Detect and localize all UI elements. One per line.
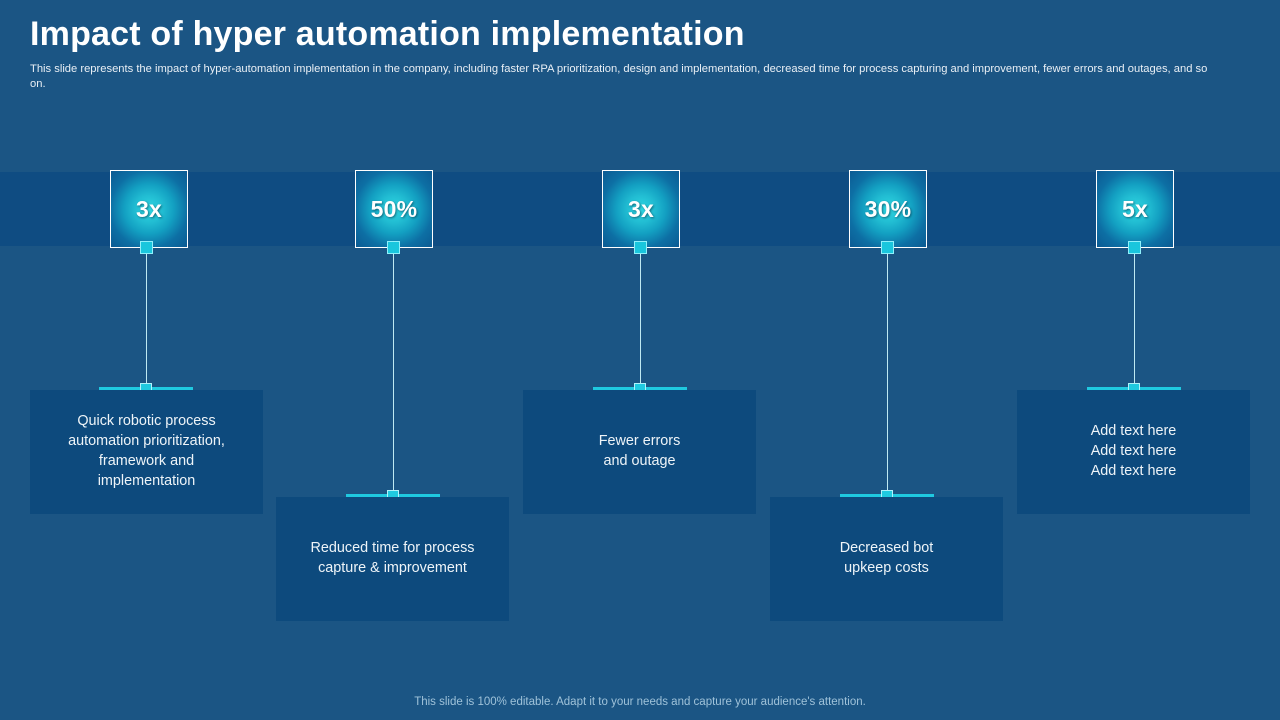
- badge-value-2: 50%: [370, 195, 418, 222]
- card-text-4: Decreased bot upkeep costs: [839, 540, 934, 576]
- connector-line-5: [1134, 254, 1135, 389]
- badge-value-5: 5x: [1122, 195, 1148, 222]
- card-item-3[interactable]: Fewer errors and outage: [523, 390, 756, 514]
- card-item-5[interactable]: Add text here Add text here Add text her…: [1017, 390, 1250, 514]
- badge-value-1: 3x: [136, 195, 162, 222]
- card-item-1[interactable]: Quick robotic process automation priorit…: [30, 390, 263, 514]
- badge-value-4: 30%: [864, 195, 912, 222]
- card-text-5: Add text here Add text here Add text her…: [1090, 423, 1177, 479]
- badge-node-2: [387, 241, 400, 254]
- card-text-1: Quick robotic process automation priorit…: [68, 413, 225, 489]
- slide-subtitle: This slide represents the impact of hype…: [30, 63, 1208, 90]
- badge-node-3: [634, 241, 647, 254]
- badge-item-2[interactable]: 50%: [355, 170, 433, 248]
- badge-node-4: [881, 241, 894, 254]
- card-item-2[interactable]: Reduced time for process capture & impro…: [276, 497, 509, 621]
- badge-node-1: [140, 241, 153, 254]
- card-text-2: Reduced time for process capture & impro…: [310, 540, 475, 576]
- connector-line-1: [146, 254, 147, 389]
- slide-footer-note: This slide is 100% editable. Adapt it to…: [414, 696, 866, 708]
- badge-item-4[interactable]: 30%: [849, 170, 927, 248]
- badge-item-1[interactable]: 3x: [110, 170, 188, 248]
- badge-item-5[interactable]: 5x: [1096, 170, 1174, 248]
- connector-line-3: [640, 254, 641, 389]
- badge-node-5: [1128, 241, 1141, 254]
- connector-line-4: [887, 254, 888, 496]
- card-text-3: Fewer errors and outage: [598, 433, 681, 469]
- connector-line-2: [393, 254, 394, 496]
- slide-header: Impact of hyper automation implementatio…: [30, 14, 1250, 92]
- page-title: Impact of hyper automation implementatio…: [30, 15, 745, 53]
- badge-value-3: 3x: [628, 195, 654, 222]
- card-item-4[interactable]: Decreased bot upkeep costs: [770, 497, 1003, 621]
- badge-item-3[interactable]: 3x: [602, 170, 680, 248]
